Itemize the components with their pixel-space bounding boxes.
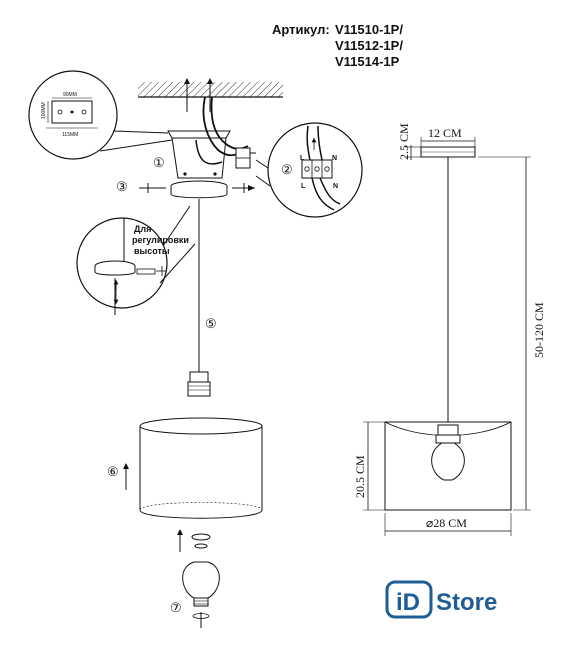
ceiling-screws — [184, 78, 213, 112]
bracket-detail-callout: 90MM 100MM 115MM — [28, 70, 173, 160]
brand-logo: iD Store — [385, 580, 497, 619]
step-7-marker: ⑦ — [170, 600, 182, 615]
height-note-line2: регулировки — [132, 235, 189, 245]
height-note-line3: высоты — [134, 246, 170, 256]
wiring-detail-callout — [255, 122, 363, 218]
mounting-bracket — [167, 130, 231, 179]
canopy-side-screws — [139, 183, 255, 193]
bulb-screw-arrow — [192, 612, 210, 628]
canopy-height-dim: 2.5 CM — [397, 123, 411, 160]
step-3-marker: ③ — [116, 179, 128, 194]
total-height-dim: 50-120 CM — [532, 302, 546, 358]
lamp-socket — [187, 371, 211, 397]
terminal-block — [235, 147, 256, 169]
height-note-line1: Для — [134, 224, 151, 234]
shade-ring — [191, 533, 211, 549]
dimension-drawing — [384, 146, 512, 511]
step-1-marker: ① — [153, 155, 165, 170]
bracket-height-dim: 100MM — [41, 102, 47, 119]
logo-brand-right: Store — [436, 589, 497, 616]
canopy — [170, 172, 228, 199]
article-code-1: V11510-1P/ — [335, 22, 403, 37]
light-bulb — [182, 561, 220, 607]
logo-frame — [385, 580, 433, 619]
canopy-width-dim: 12 CM — [428, 126, 462, 140]
wiring-terminal-n-lower: N — [333, 183, 338, 190]
shade-diameter-dim: ⌀28 CM — [426, 516, 467, 530]
drum-shade — [139, 417, 263, 519]
bracket-bottom-dim: 115MM — [62, 132, 78, 138]
logo-brand-left: iD — [396, 589, 420, 616]
article-code-2: V11512-1P/ — [335, 38, 403, 53]
wiring-terminal-n: N — [332, 155, 337, 162]
step-6-marker: ⑥ — [107, 464, 119, 479]
step-5-marker: ⑤ — [205, 316, 217, 331]
article-code-3: V11514-1P — [335, 54, 400, 69]
wiring-terminal-l: L — [300, 155, 305, 162]
shade-height-dim: 20.5 CM — [353, 455, 367, 498]
wiring-terminal-l-lower: L — [301, 183, 306, 190]
dimension-lines — [363, 137, 531, 536]
height-adjust-callout — [76, 205, 196, 315]
article-label: Артикул: — [272, 22, 330, 37]
step-2-marker: ② — [281, 162, 293, 177]
bracket-width-dim: 90MM — [63, 92, 77, 98]
